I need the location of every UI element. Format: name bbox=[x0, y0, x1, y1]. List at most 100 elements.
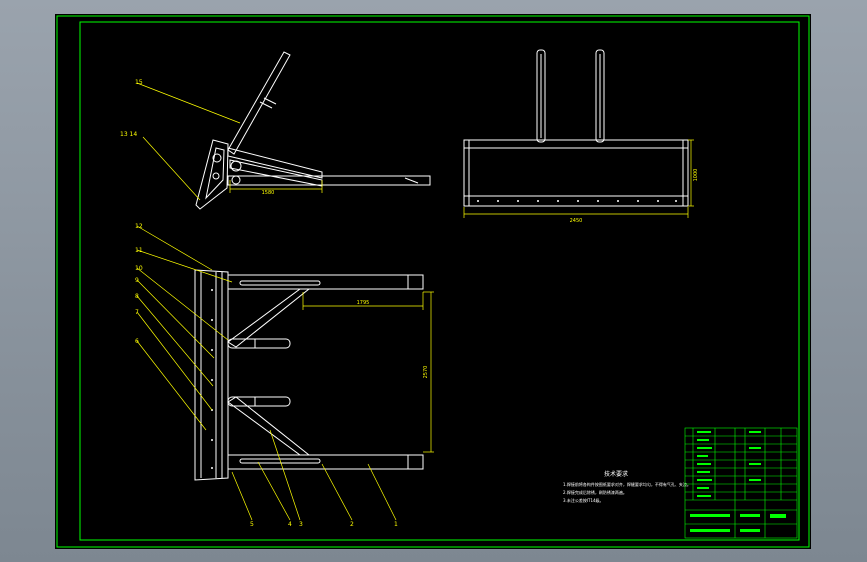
bolt bbox=[477, 200, 479, 202]
callout-11: 11 bbox=[135, 247, 143, 254]
bolt bbox=[617, 200, 619, 202]
callout-labels: 15 13 14 12 11 10 9 8 7 6 5 4 3 2 1 bbox=[120, 79, 398, 528]
callout-12: 12 bbox=[135, 223, 143, 230]
callout-1: 1 bbox=[394, 521, 398, 528]
top-length-dimension: 1795 bbox=[357, 300, 370, 306]
table-entry bbox=[697, 455, 708, 457]
leader-5 bbox=[231, 471, 253, 521]
side-hole bbox=[212, 153, 222, 163]
side-main-beam bbox=[227, 175, 431, 186]
front-cutting-edge bbox=[463, 195, 689, 207]
table-entry bbox=[770, 514, 786, 518]
bolt bbox=[211, 467, 213, 469]
callout-2: 2 bbox=[350, 521, 354, 528]
notes-title: 技术要求 bbox=[604, 470, 628, 478]
leader-2 bbox=[321, 463, 353, 521]
leader-15 bbox=[136, 82, 241, 124]
table-entry bbox=[690, 514, 730, 517]
table-entry bbox=[749, 479, 761, 481]
table-entry bbox=[740, 514, 760, 517]
leader-3 bbox=[269, 429, 301, 521]
side-pivot bbox=[231, 175, 241, 185]
side-pivot bbox=[230, 160, 242, 172]
top-cylinder-upper bbox=[227, 338, 291, 349]
top-cylinder-lower bbox=[227, 396, 291, 407]
table-entry bbox=[697, 463, 711, 465]
table-entry bbox=[697, 471, 710, 473]
inner-border bbox=[79, 21, 800, 541]
callout-4: 4 bbox=[288, 521, 292, 528]
top-push-beam-lower bbox=[227, 454, 424, 470]
side-blade bbox=[195, 139, 229, 210]
drawing-sheet bbox=[55, 14, 811, 549]
front-cylinder-left bbox=[536, 49, 546, 143]
side-length-dimension: 1580 bbox=[262, 190, 275, 196]
bolt bbox=[211, 379, 213, 381]
leader-6 bbox=[136, 340, 207, 431]
bolt bbox=[557, 200, 559, 202]
side-hole bbox=[212, 172, 220, 180]
bolt bbox=[211, 349, 213, 351]
bolt bbox=[657, 200, 659, 202]
top-blade-bolts bbox=[211, 289, 213, 469]
bolt bbox=[211, 289, 213, 291]
bolt bbox=[517, 200, 519, 202]
table-entry bbox=[749, 431, 761, 433]
leader-10 bbox=[136, 267, 229, 341]
callout-6: 6 bbox=[135, 338, 139, 345]
top-rod-upper bbox=[239, 280, 321, 286]
side-lift-arm bbox=[227, 51, 291, 155]
front-dimension-lines bbox=[463, 139, 694, 218]
front-cylinder-right bbox=[595, 49, 605, 143]
bolt bbox=[597, 200, 599, 202]
table-entry bbox=[749, 463, 761, 465]
side-arm-clamp bbox=[263, 97, 277, 105]
top-brace-lower bbox=[227, 396, 311, 456]
callout-10: 10 bbox=[135, 265, 143, 272]
callout-3: 3 bbox=[299, 521, 303, 528]
front-height-dimension: 1000 bbox=[693, 169, 699, 182]
table-entry bbox=[697, 439, 709, 441]
bolt bbox=[675, 200, 677, 202]
leader-13-14 bbox=[142, 136, 201, 201]
callout-7: 7 bbox=[135, 309, 139, 316]
table-entry bbox=[697, 447, 712, 449]
side-dimension-lines bbox=[229, 180, 323, 193]
title-block bbox=[684, 427, 798, 539]
leader-7 bbox=[136, 311, 213, 411]
callout-15: 15 bbox=[135, 79, 143, 86]
notes-line-1: 1.焊接前将各构件按图纸要求对齐，焊缝要求均匀，不得有气孔、夹渣。 bbox=[563, 481, 691, 487]
bolt bbox=[537, 200, 539, 202]
leader-12 bbox=[136, 225, 213, 271]
table-entry bbox=[697, 495, 711, 497]
bolt bbox=[211, 319, 213, 321]
bolt bbox=[577, 200, 579, 202]
bolt bbox=[211, 439, 213, 441]
bolt bbox=[637, 200, 639, 202]
top-height-dimension: 2570 bbox=[423, 366, 429, 379]
leader-8 bbox=[136, 295, 214, 387]
notes-line-2: 2.焊接完成后除锈，刷防锈漆两遍。 bbox=[563, 489, 627, 495]
side-brace bbox=[227, 147, 323, 179]
side-view bbox=[195, 51, 431, 210]
table-entry bbox=[690, 529, 730, 532]
callout-13-14: 13 14 bbox=[120, 131, 137, 138]
table-entry bbox=[697, 431, 711, 433]
table-entry bbox=[749, 447, 761, 449]
side-blade-inner bbox=[205, 147, 225, 200]
notes-line-3: 3.未注公差按IT14级。 bbox=[563, 497, 604, 503]
top-view bbox=[194, 269, 424, 481]
title-block-frame bbox=[684, 427, 798, 539]
callout-9: 9 bbox=[135, 277, 139, 284]
top-blade bbox=[194, 269, 229, 481]
table-entry bbox=[740, 529, 760, 532]
side-arm-clamp bbox=[259, 101, 273, 109]
front-view bbox=[463, 49, 689, 207]
technical-notes: 技术要求 1.焊接前将各构件按图纸要求对齐，焊缝要求均匀，不得有气孔、夹渣。 2… bbox=[563, 470, 691, 503]
leader-lines bbox=[136, 82, 397, 521]
front-bolt-row bbox=[477, 200, 677, 202]
top-dimension-lines bbox=[302, 291, 434, 453]
side-beam-mark bbox=[404, 177, 419, 184]
leader-4 bbox=[257, 461, 291, 521]
